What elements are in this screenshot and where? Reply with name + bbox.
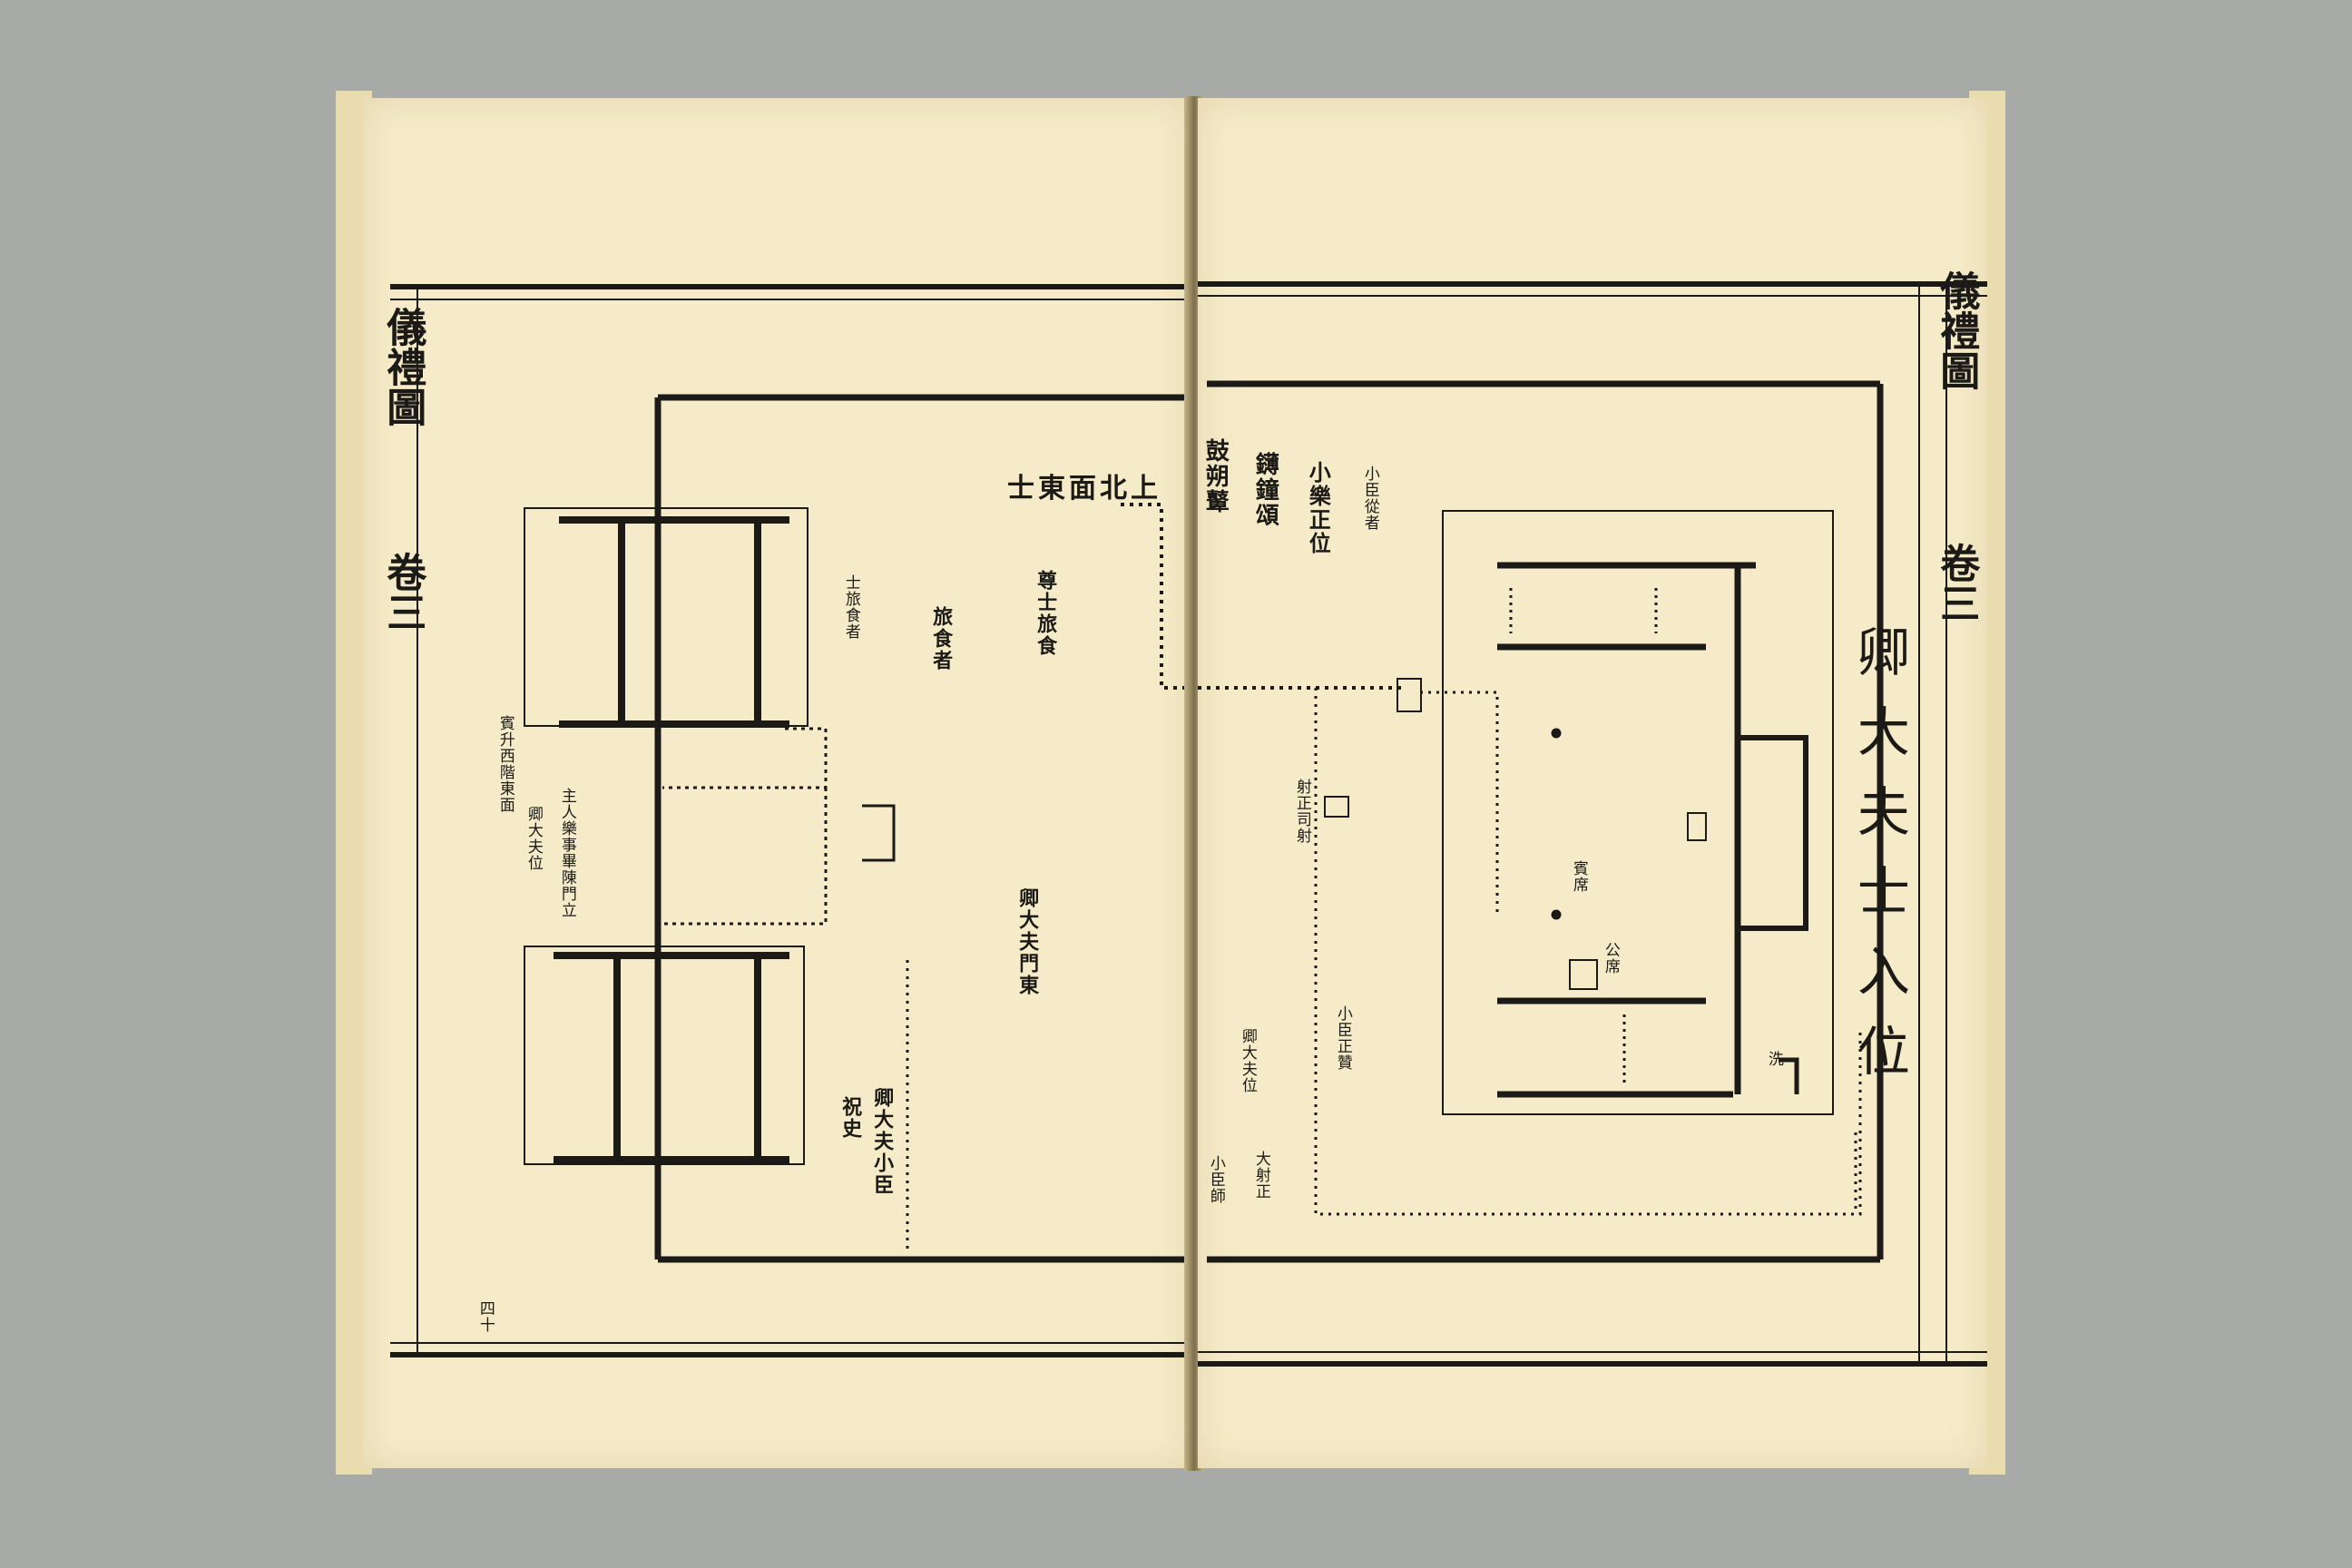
label-south-1: 卿大夫位: [1238, 1028, 1257, 1093]
label-side-4: 卿大夫小臣: [870, 1087, 895, 1196]
left-page-number: 四十: [475, 1300, 495, 1333]
label-east-1: 射正司射: [1292, 779, 1311, 844]
right-page: 儀禮圖 卷三 卿大夫士入位 鼓朔鼙 鑮鐘頌 小樂正位 小臣從者 射正司射 小臣正…: [1198, 98, 1987, 1468]
label-side-1: 主人樂事畢陳門立: [557, 788, 576, 918]
label-south-3: 大射正: [1251, 1151, 1270, 1200]
open-book: 儀禮圖 卷三 士東面北上 士旅食者 賓升西階東面 主人樂事畢陳門立 卿大夫位 祝…: [336, 91, 2005, 1475]
label-north-top: 士東面北上: [1007, 473, 1161, 505]
right-margin-title: 儀禮圖: [1933, 270, 1980, 390]
left-margin-volume: 卷三: [379, 552, 426, 632]
right-margin-volume: 卷三: [1933, 543, 1980, 622]
label-east-2: 小臣正贊: [1333, 1005, 1352, 1071]
label-instruments: 鼓朔鼙: [1201, 438, 1230, 514]
right-page-diagram: [1198, 281, 1987, 1367]
label-chimes: 小樂正位: [1305, 461, 1332, 555]
left-page-diagram: [390, 284, 1191, 1357]
label-gate-col: 賓升西階東面: [495, 715, 514, 813]
label-center-3: 卿大夫門東: [1015, 887, 1040, 996]
label-hall-3: 洗: [1764, 1051, 1783, 1067]
left-margin-title: 儀禮圖: [379, 307, 426, 426]
label-side-3: 祝史: [838, 1096, 863, 1140]
label-hall-left: 士旅食者: [841, 574, 860, 640]
label-center-2: 尊士旅食: [1034, 570, 1058, 657]
label-hall-1: 公席: [1601, 942, 1620, 975]
diagram-title: 卿大夫士入位: [1847, 624, 1910, 1103]
label-south-2: 小臣師: [1206, 1155, 1225, 1204]
label-center-1: 旅食者: [929, 606, 954, 671]
label-attendants: 小臣從者: [1360, 466, 1379, 531]
left-page: 儀禮圖 卷三 士東面北上 士旅食者 賓升西階東面 主人樂事畢陳門立 卿大夫位 祝…: [363, 98, 1191, 1468]
label-bells: 鑮鐘頌: [1251, 452, 1279, 528]
label-side-2: 卿大夫位: [524, 806, 543, 871]
label-hall-2: 賓席: [1569, 860, 1588, 893]
